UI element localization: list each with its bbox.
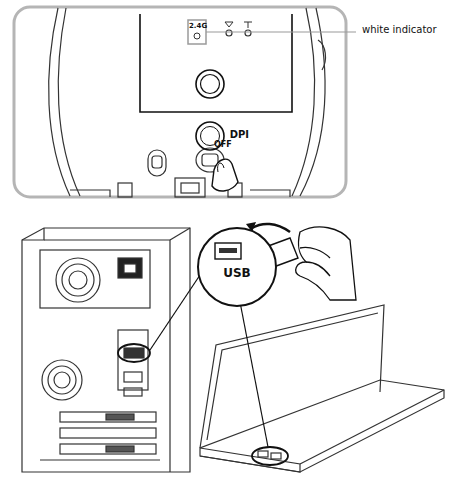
usb-port (215, 243, 241, 259)
pointing-finger (218, 163, 224, 172)
port-highlight (252, 447, 288, 465)
part-label: 2.4G (189, 22, 207, 30)
mouse-body (49, 8, 326, 197)
panel-frame (14, 7, 346, 197)
zoom-line (240, 302, 268, 447)
zoom-line (150, 272, 202, 350)
insert-arrow (252, 224, 290, 232)
node-label: USB (196, 266, 278, 280)
usb-callout: USB (196, 226, 278, 308)
part-label: OFF (214, 140, 232, 149)
pointing-hand (212, 159, 238, 191)
node-label: DPI (193, 129, 249, 140)
port-highlight (118, 344, 150, 362)
usb-port-tongue (219, 248, 237, 253)
hand (296, 227, 356, 300)
laptop (200, 305, 444, 472)
leader-line (206, 31, 356, 32)
pc-tower (22, 228, 190, 472)
callout-label: white indicator (362, 24, 437, 35)
white-indicator-led (194, 33, 200, 39)
